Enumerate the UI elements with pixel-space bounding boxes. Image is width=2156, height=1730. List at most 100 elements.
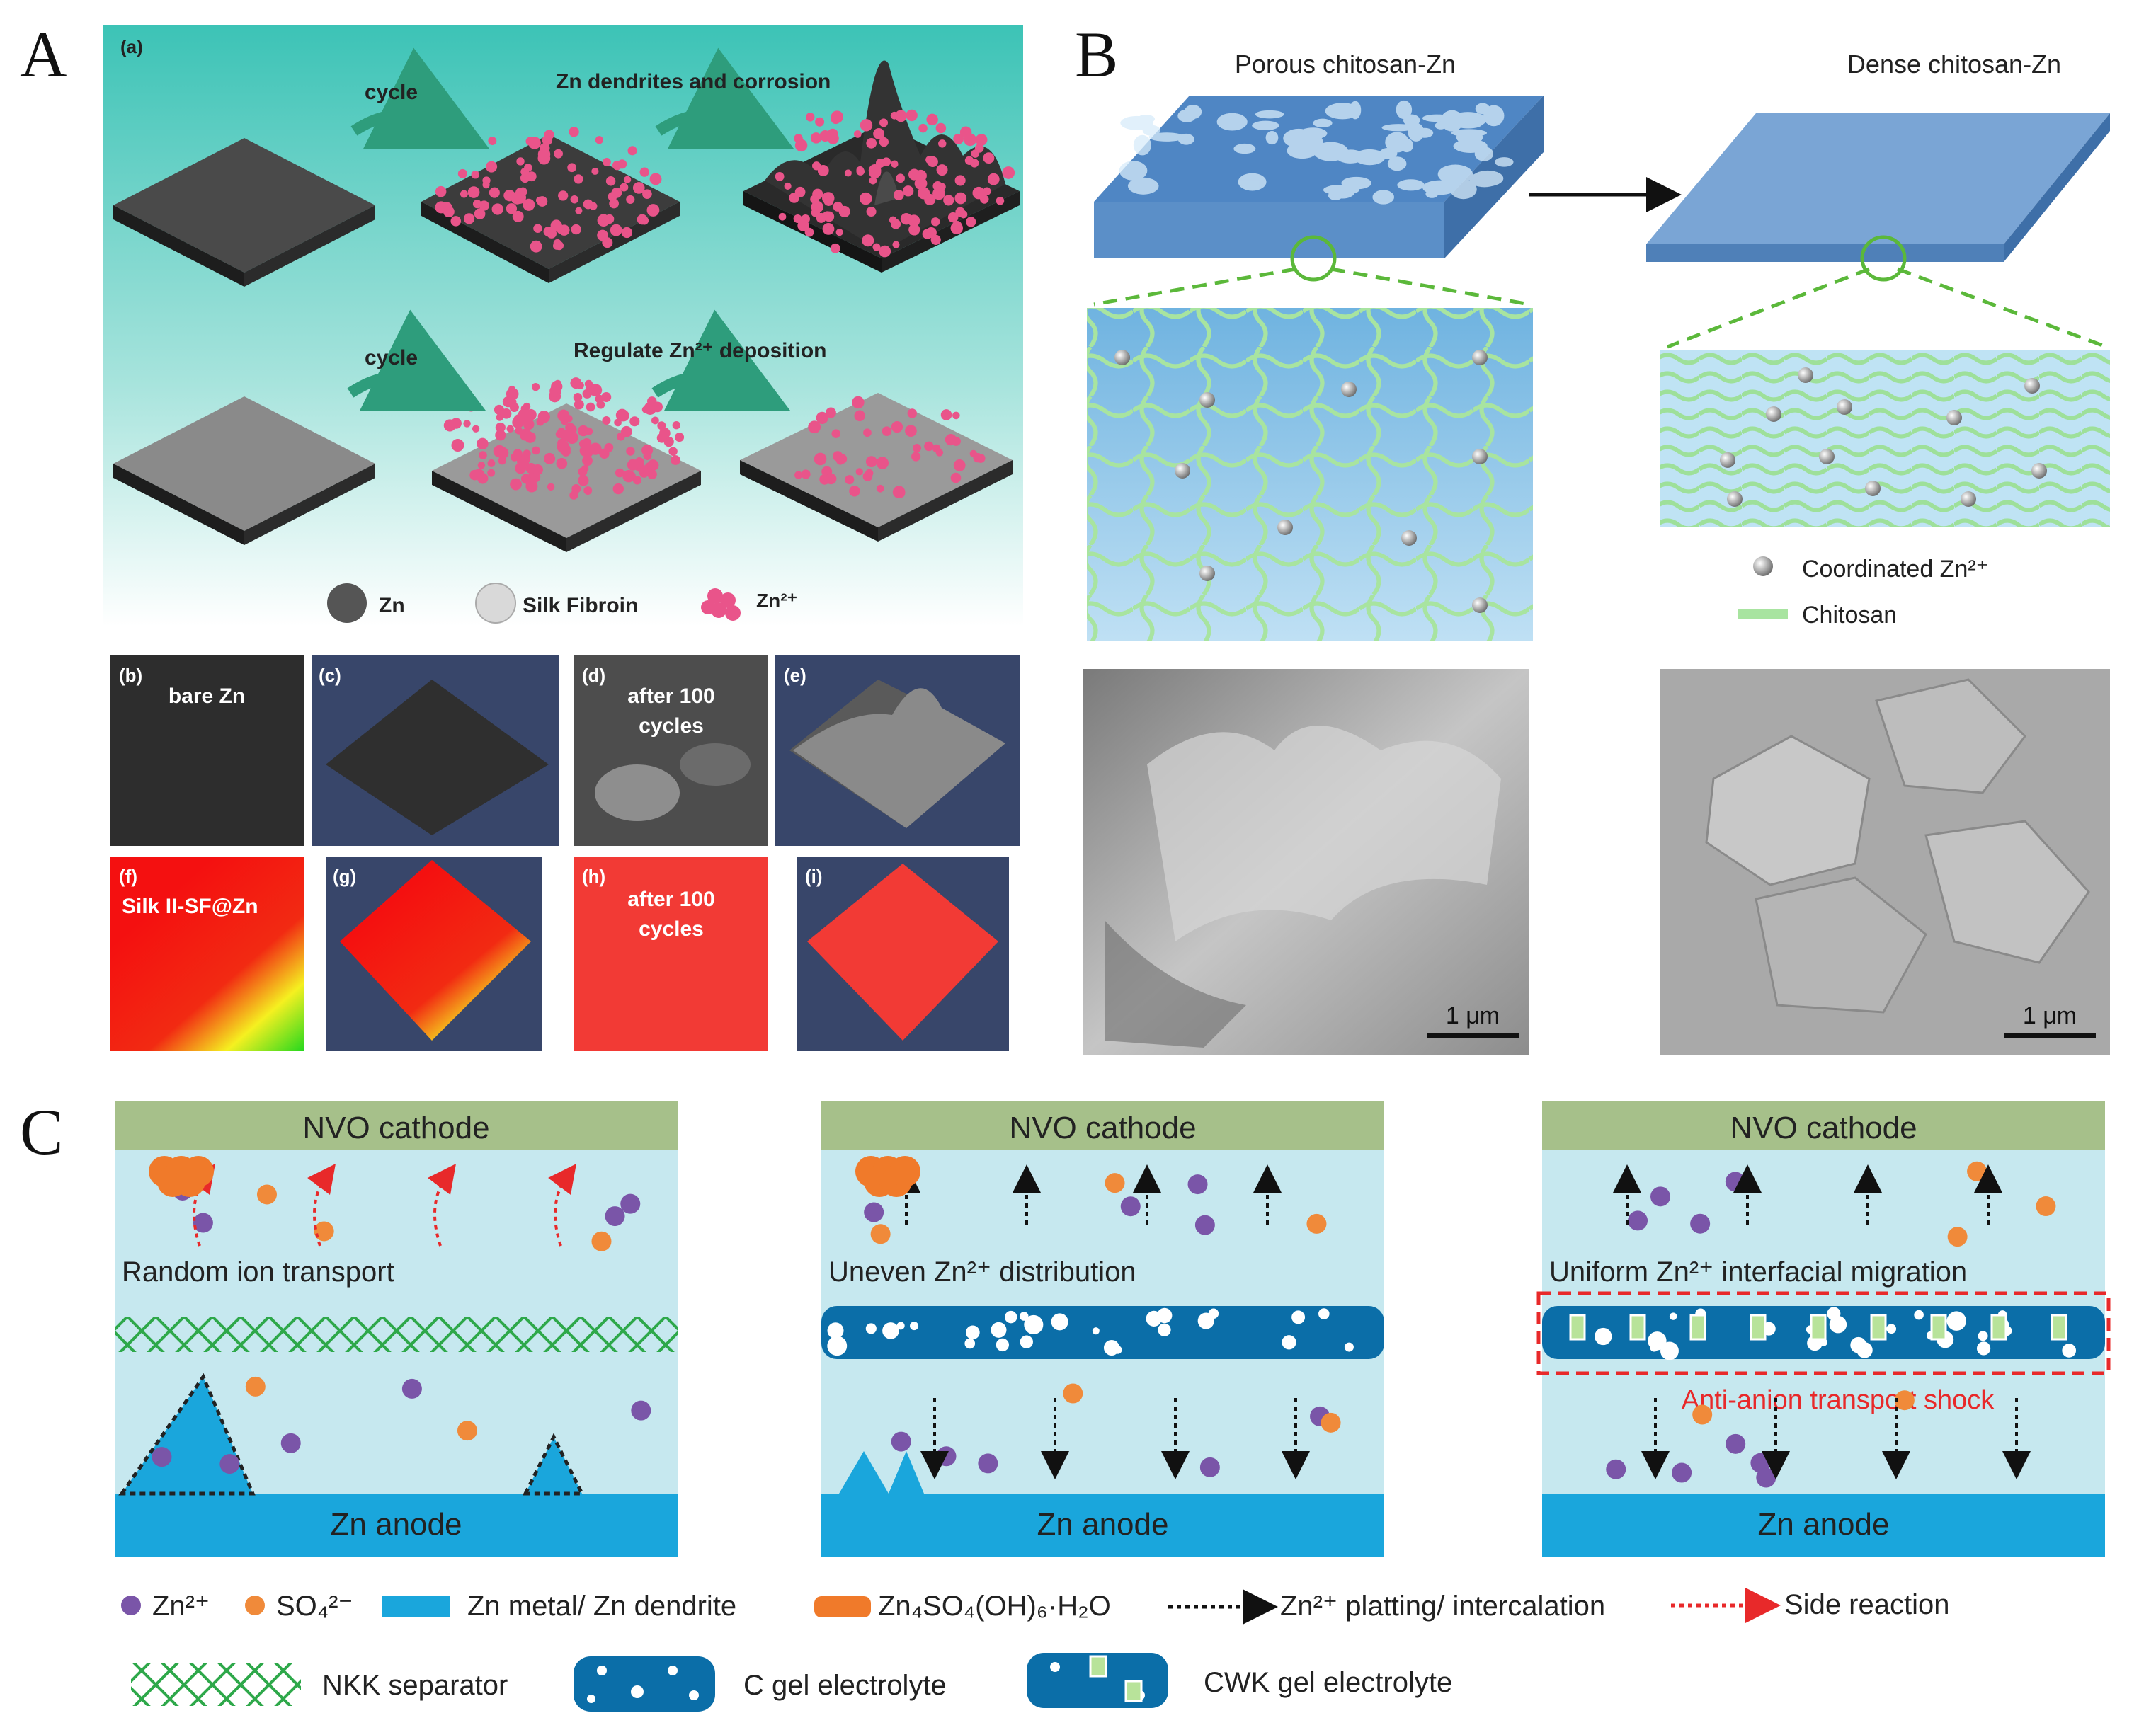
legend-cgel-icon (574, 1656, 715, 1712)
svg-text:cycles: cycles (639, 714, 704, 738)
dendrite-label: Zn dendrites and corrosion (556, 70, 831, 93)
svg-text:(g): (g) (333, 866, 356, 887)
silk-zn-slab (113, 396, 375, 545)
tile-e: (e) (775, 655, 1020, 846)
cycle-label-top: cycle (365, 81, 418, 104)
tile-h: (h) after 100 cycles (574, 857, 768, 1051)
dense-zoom-lines (1667, 267, 2107, 349)
bare-zn-slab (113, 138, 375, 287)
tile-c: (c) (312, 655, 559, 846)
legend-zn4so4: Zn₄SO₄(OH)₆·H₂O (878, 1591, 1111, 1622)
legend-zn-metal: Zn metal/ Zn dendrite (467, 1591, 736, 1622)
zn-ion-legend-label: Zn²⁺ (756, 590, 797, 612)
panel-a-letter: A (20, 18, 67, 91)
legend-so4: SO₄²⁻ (276, 1591, 353, 1622)
cell-note: Uniform Zn²⁺ interfacial migration (1549, 1256, 1967, 1288)
cathode-bar (821, 1101, 1384, 1150)
dense-mesh (1660, 350, 2110, 527)
regulate-arrow (651, 309, 791, 411)
anode-label: Zn anode (1037, 1507, 1169, 1542)
regulate-label: Regulate Zn²⁺ deposition (574, 339, 827, 362)
zn-ion-clusters-bottom (443, 377, 986, 500)
tile-i: (i) (797, 857, 1009, 1051)
panel-a-sublabel: (a) (120, 36, 143, 57)
panel-c-letter: C (20, 1096, 63, 1168)
chitosan-legend-label: Chitosan (1802, 602, 1897, 629)
dense-title: Dense chitosan-Zn (1847, 50, 2061, 79)
anode-label: Zn anode (1758, 1507, 1890, 1542)
legend-cgel: C gel electrolyte (743, 1670, 947, 1701)
anode-bar (821, 1494, 1384, 1557)
silk-legend-label: Silk Fibroin (523, 594, 638, 617)
cathode-bar (1542, 1101, 2105, 1150)
svg-text:1 μm: 1 μm (2023, 1002, 2077, 1029)
chitosan-legend-icon (1738, 609, 1788, 619)
sem-porous: 1 μm (1083, 669, 1529, 1055)
porous-zoom-circle (1290, 235, 1337, 282)
zn-ion-legend-icon (701, 588, 741, 621)
cathode-label: NVO cathode (1009, 1111, 1196, 1145)
cycle-arrow-bottom (347, 309, 486, 411)
porous-mesh (1087, 308, 1533, 641)
legend-cwk: CWK gel electrolyte (1204, 1667, 1452, 1698)
svg-text:(f): (f) (119, 866, 137, 887)
svg-text:(c): (c) (319, 665, 341, 686)
silk-legend-icon (475, 583, 516, 624)
porous-zoom-lines (1093, 267, 1530, 307)
cell-note: Random ion transport (122, 1256, 394, 1288)
zn-ion-clusters-top (435, 109, 1015, 258)
cycle-arrow-top (350, 47, 490, 149)
svg-text:(h): (h) (582, 866, 605, 887)
cathode-label: NVO cathode (302, 1111, 489, 1145)
legend-nkk-icon (131, 1663, 301, 1706)
dense-slab (1646, 113, 2110, 262)
zn-legend-label: Zn (379, 594, 405, 617)
svg-text:cycles: cycles (639, 917, 704, 941)
svg-text:Silk II-SF@Zn: Silk II-SF@Zn (122, 895, 258, 918)
legend-zn-ion: Zn²⁺ (152, 1591, 210, 1622)
coordinated-legend-label: Coordinated Zn²⁺ (1802, 556, 1989, 583)
corrosion-arrow (655, 47, 794, 149)
cycle-label-bottom: cycle (365, 346, 418, 370)
panel-b-letter: B (1075, 18, 1118, 91)
tile-b: (b) bare Zn (110, 655, 304, 846)
legend-cwk-icon (1027, 1653, 1168, 1708)
legend-plating: Zn²⁺ platting/ intercalation (1280, 1591, 1605, 1622)
zn-legend-icon (327, 583, 367, 623)
svg-text:after 100: after 100 (627, 684, 714, 708)
tile-f: (f) Silk II-SF@Zn (110, 857, 304, 1051)
tile-d: (d) after 100 cycles (574, 655, 768, 846)
cathode-label: NVO cathode (1730, 1111, 1917, 1145)
cell-2: NVO cathode Zn anode Uneven Zn²⁺ distribut… (821, 1101, 1384, 1557)
svg-text:after 100: after 100 (627, 888, 714, 911)
dense-zoom-circle (1860, 235, 1907, 282)
porous-slab (1094, 96, 1544, 258)
legend-side: Side reaction (1784, 1589, 1949, 1620)
anode-bar (115, 1494, 678, 1557)
anti-anion-note: Anti-anion transport shock (1682, 1385, 1995, 1415)
tile-g: (g) (326, 857, 542, 1051)
svg-text:(i): (i) (805, 866, 823, 887)
coordinated-legend-icon (1753, 556, 1773, 576)
legend-zn4so4-icon (814, 1596, 871, 1617)
porous-title: Porous chitosan-Zn (1235, 50, 1456, 79)
cell-1: NVO cathode Zn anode Random ion transport (115, 1101, 678, 1557)
svg-text:1 μm: 1 μm (1446, 1002, 1500, 1029)
svg-text:bare Zn: bare Zn (169, 684, 245, 708)
sem-dense: 1 μm (1660, 669, 2110, 1055)
anode-label: Zn anode (331, 1507, 462, 1542)
cell-3: NVO cathode Zn anode Uniform Zn²⁺ interfac… (1536, 1101, 2111, 1557)
cathode-bar (115, 1101, 678, 1150)
svg-text:(b): (b) (119, 665, 142, 686)
svg-text:(e): (e) (784, 665, 806, 686)
legend-zn-metal-icon (382, 1596, 450, 1617)
legend-zn-ion-icon (121, 1596, 141, 1615)
svg-text:(d): (d) (582, 665, 605, 686)
anode-bar (1542, 1494, 2105, 1557)
legend-so4-icon (245, 1596, 265, 1615)
legend-nkk: NKK separator (322, 1670, 508, 1701)
cell-note: Uneven Zn²⁺ distribution (828, 1256, 1136, 1288)
